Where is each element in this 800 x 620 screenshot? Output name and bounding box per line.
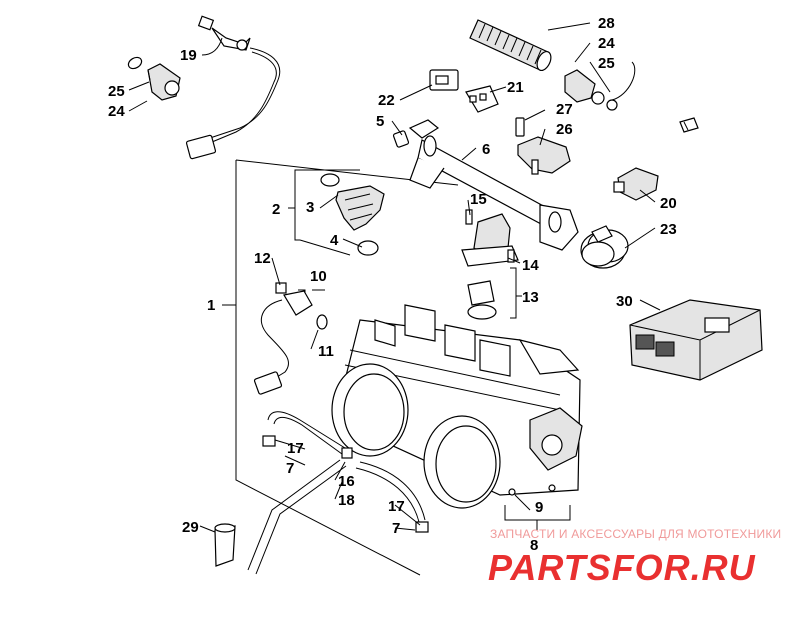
hose-part [469, 19, 552, 72]
loose-hose-part [214, 523, 236, 567]
callout-21: 21 [507, 79, 524, 96]
callout-7a: 7 [286, 460, 294, 477]
callout-26: 26 [556, 121, 573, 138]
watermark: ЗАПЧАСТИ И АКСЕССУАРЫ ДЛЯ МОТОТЕХНИКИ PA… [488, 527, 781, 588]
temp-sensor-right-part [564, 69, 618, 111]
callout-16: 16 [338, 473, 355, 490]
callout-29: 29 [182, 519, 199, 536]
map-sensor-part [515, 117, 571, 175]
o2-sensor-part [185, 15, 281, 160]
callout-12: 12 [254, 250, 271, 267]
callout-9: 9 [535, 499, 543, 516]
callout-2: 2 [272, 201, 280, 218]
callout-24-right: 24 [598, 35, 615, 52]
callout-30: 30 [616, 293, 633, 310]
callout-10: 10 [310, 268, 327, 285]
callout-19: 19 [180, 47, 197, 64]
vacuum-hose-part [247, 411, 429, 575]
leader-lines [128, 22, 661, 533]
clamp-part [580, 225, 629, 269]
callout-25-left: 25 [108, 83, 125, 100]
callout-17b: 17 [388, 498, 405, 515]
callout-25-right: 25 [598, 55, 615, 72]
callout-4: 4 [330, 232, 339, 249]
connector-part [429, 69, 499, 113]
callout-3: 3 [306, 199, 314, 216]
callout-labels: 1 2 3 4 5 6 7 7 8 9 10 11 12 13 14 15 16… [108, 15, 677, 554]
fuel-rail-part [392, 119, 579, 251]
ecu-part [629, 299, 763, 381]
callout-22: 22 [378, 92, 395, 109]
callout-13: 13 [522, 289, 539, 306]
callout-11: 11 [318, 343, 334, 360]
callout-24-left: 24 [108, 103, 125, 120]
iac-valve-part [461, 209, 519, 320]
tps-part [253, 282, 328, 395]
callout-1: 1 [207, 297, 215, 314]
watermark-subtitle: ЗАПЧАСТИ И АКСЕССУАРЫ ДЛЯ МОТОТЕХНИКИ [490, 527, 781, 541]
callout-28: 28 [598, 15, 615, 32]
watermark-logo: PARTSFOR.RU [488, 547, 756, 588]
callout-8: 8 [530, 537, 538, 554]
callout-23: 23 [660, 221, 677, 238]
callout-20: 20 [660, 195, 677, 212]
callout-17a: 17 [287, 440, 304, 457]
callout-15: 15 [470, 191, 487, 208]
callout-5: 5 [376, 113, 384, 130]
callout-14: 14 [522, 257, 539, 274]
callout-6: 6 [482, 141, 490, 158]
callout-18: 18 [338, 492, 355, 509]
pressure-switch-part [613, 167, 659, 201]
temp-sensor-left-part [127, 56, 181, 101]
callout-7b: 7 [392, 520, 400, 537]
callout-27: 27 [556, 101, 573, 118]
throttle-body-part [331, 304, 583, 509]
fuel-injector-part [320, 173, 385, 256]
clip-part [679, 117, 699, 133]
